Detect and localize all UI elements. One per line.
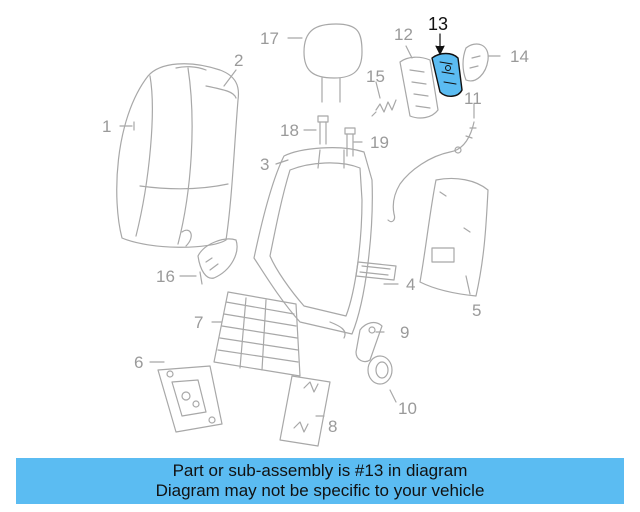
callout-14: 14 [510,47,529,66]
part-12-shape [399,56,439,119]
part-15-spring-shape [371,99,397,117]
part-3-frame-shape [253,147,373,339]
callout-9: 9 [400,323,409,342]
part-17-headrest-shape [303,23,363,103]
part-9-lever-shape [355,321,383,363]
part-6-plate-shape [157,365,223,433]
banner-line-1: Part or sub-assembly is #13 in diagram [172,461,468,480]
part-18-guide-shape [317,115,329,145]
part-13-highlighted-shape [431,52,463,97]
callout-16: 16 [156,267,175,286]
callout-8: 8 [328,417,337,436]
callout-17: 17 [260,29,279,48]
seatback-cushion-shape [116,63,240,248]
leader-lines [119,37,501,417]
callout-10: 10 [398,399,417,418]
callout-4: 4 [406,275,415,294]
callout-13-highlighted: 13 [428,14,448,34]
part-19-guide-shape [344,127,356,157]
banner-line-2: Diagram may not be specific to your vehi… [155,481,485,500]
callout-3: 3 [260,155,269,174]
part-8-springs-shape [279,375,331,447]
part-10-knob-shape [367,355,393,385]
callout-12: 12 [394,25,413,44]
callout-18: 18 [280,121,299,140]
part-14-shape [462,43,489,82]
part-16-shape [197,238,238,285]
callout-11: 11 [464,89,482,108]
callout-19: 19 [370,133,389,152]
part-4-pad-shape [355,261,397,281]
info-banner: Part or sub-assembly is #13 in diagram D… [16,458,624,504]
part-5-panel-shape [419,177,489,297]
callout-5: 5 [472,301,481,320]
callout-6: 6 [134,353,143,372]
callout-2: 2 [234,51,243,70]
part-7-grid-shape [213,291,301,377]
callout-1: 1 [102,117,111,136]
callout-15: 15 [366,67,385,86]
part-11-cable-shape [387,121,477,223]
seat-parts-diagram: 1 2 3 4 5 6 7 8 9 10 11 12 13 14 15 16 1… [102,14,529,447]
callout-7: 7 [194,313,203,332]
highlight-leader [435,33,445,55]
